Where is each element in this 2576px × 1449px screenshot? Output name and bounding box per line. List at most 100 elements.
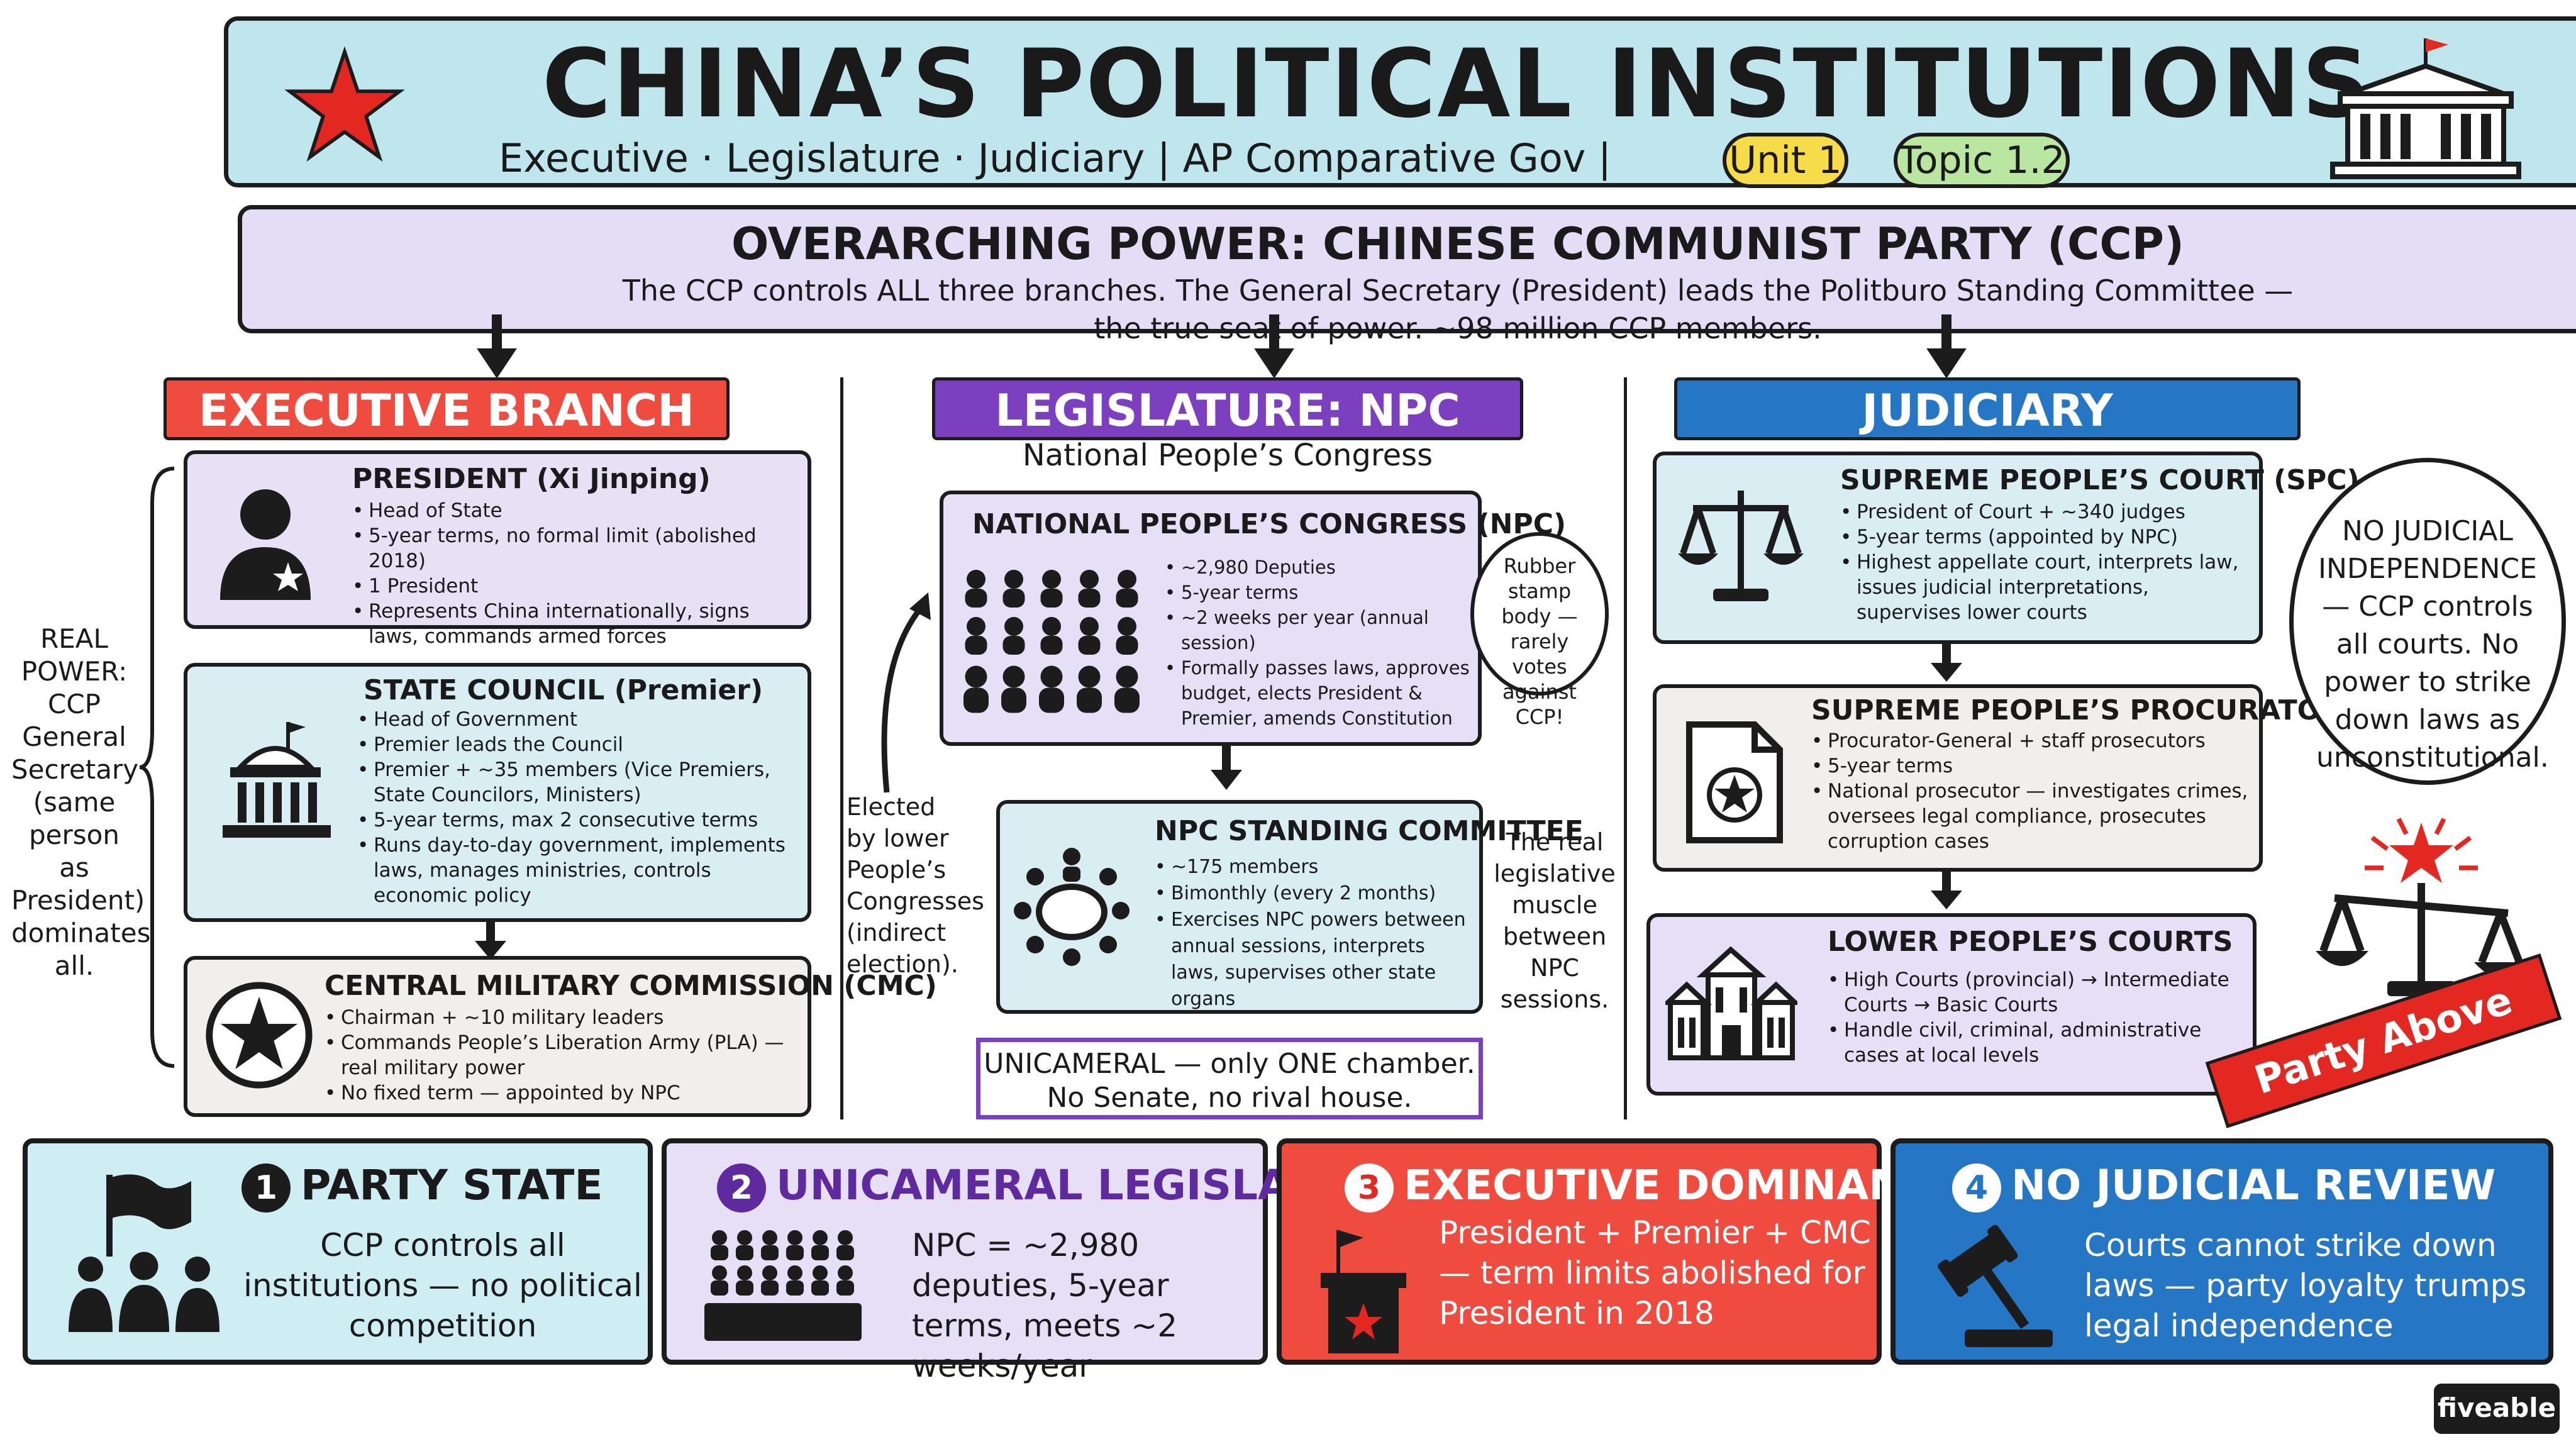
list-item: ~2 weeks per year (annual session) [1165, 605, 1473, 655]
arrow-down-icon [1931, 641, 1962, 682]
ccp-arrows [477, 314, 1967, 379]
divider-right [1624, 377, 1627, 1119]
list-item: ~175 members [1155, 854, 1475, 880]
fiveable-logo: fiveable [2434, 1384, 2560, 1434]
list-item: Represents China internationally, signs … [352, 599, 792, 649]
list-item: Premier + ~35 members (Vice Premiers, St… [357, 757, 791, 808]
state-council-card: STATE COUNCIL (Premier) Head of Governme… [184, 663, 811, 922]
number-badge: 2 [717, 1163, 766, 1213]
list-item: National prosecutor — investigates crime… [1811, 779, 2251, 854]
list-item: Procurator-General + staff prosecutors [1811, 728, 2251, 753]
military-star-icon [206, 982, 313, 1089]
scales-icon [1678, 491, 1804, 601]
list-item: Exercises NPC powers between annual sess… [1155, 907, 1475, 1013]
summary-title-text: PARTY STATE [301, 1161, 603, 1209]
summary-text-4: Courts cannot strike down laws — party l… [2084, 1227, 2527, 1344]
president-list: Head of State 5-year terms, no formal li… [352, 498, 792, 649]
rubber-stamp-bubble: Rubber stamp body — rarely votes against… [1470, 532, 1609, 729]
list-item: 5-year terms (appointed by NPC) [1840, 525, 2243, 550]
topic-pill: Topic 1.2 [1894, 133, 2070, 188]
arrow-down-icon [1211, 745, 1242, 790]
state-council-list: Head of Government Premier leads the Cou… [357, 707, 791, 908]
summary-text-2: NPC = ~2,980 deputies, 5-year terms, mee… [912, 1227, 1178, 1384]
president-card: PRESIDENT (Xi Jinping) Head of State 5-y… [184, 450, 811, 648]
judicial-independence-bubble: NO JUDICIAL INDEPENDENCE — CCP controls … [2289, 458, 2566, 785]
list-item: 5-year terms, no formal limit (abolished… [352, 523, 792, 574]
divider-left [840, 377, 843, 1119]
unicameral-box: UNICAMERAL — only ONE chamber. No Senate… [976, 1038, 1483, 1119]
procuratorate-card: SUPREME PEOPLE’S PROCURATORATE Procurato… [1653, 684, 2399, 872]
person-icon [220, 489, 311, 600]
flag-crowd-icon [69, 1174, 219, 1332]
list-item: Formally passes laws, approves budget, e… [1165, 655, 1473, 731]
number-badge: 4 [1952, 1163, 2001, 1213]
npc-list: ~2,980 Deputies 5-year terms ~2 weeks pe… [1165, 555, 1473, 731]
list-item: Head of State [352, 498, 792, 523]
cmc-title: CENTRAL MILITARY COMMISSION (CMC) [325, 970, 937, 1002]
ccp-line-2: the true seat of power. ~98 million CCP … [1094, 311, 1822, 345]
list-item: No fixed term — appointed by NPC [325, 1080, 802, 1106]
judiciary-header: JUDICIARY [1674, 377, 2301, 440]
executive-header: EXECUTIVE BRANCH [164, 377, 730, 440]
unicameral-line-2: No Senate, no rival house. [1046, 1082, 1413, 1114]
standing-committee-title: NPC STANDING COMMITTEE [1155, 815, 1584, 847]
ccp-heading: OVERARCHING POWER: CHINESE COMMUNIST PAR… [731, 218, 2184, 270]
capitol-building-icon [2330, 38, 2521, 179]
ccp-line-1: The CCP controls ALL three branches. The… [622, 274, 2294, 308]
legislature-subheader: National People’s Congress [1022, 438, 1433, 473]
president-title: PRESIDENT (Xi Jinping) [352, 463, 711, 495]
list-item: Chairman + ~10 military leaders [325, 1005, 802, 1030]
cmc-card: CENTRAL MILITARY COMMISSION (CMC) Chairm… [184, 956, 937, 1117]
list-item: ~2,980 Deputies [1165, 555, 1473, 580]
state-council-title: STATE COUNCIL (Premier) [364, 674, 763, 706]
list-item: Handle civil, criminal, administrative c… [1828, 1018, 2243, 1068]
list-item: High Courts (provincial) → Intermediate … [1828, 967, 2243, 1018]
star-icon [285, 46, 404, 162]
gavel-icon [1938, 1224, 2053, 1347]
procuratorate-list: Procurator-General + staff prosecutors 5… [1811, 728, 2251, 854]
curved-arrow-icon [881, 592, 931, 793]
npc-card: NATIONAL PEOPLE’S CONGRESS (NPC) ~2,980 … [940, 491, 1566, 746]
legislature-header: LEGISLATURE: NPC [932, 377, 1523, 440]
number-badge: 3 [1345, 1163, 1394, 1213]
cmc-list: Chairman + ~10 military leaders Commands… [325, 1005, 802, 1106]
crowd-icon [963, 570, 1140, 713]
header-banner: CHINA’S POLITICAL INSTITUTIONS Executive… [224, 16, 2576, 188]
lower-courts-title: LOWER PEOPLE’S COURTS [1828, 926, 2233, 958]
standing-committee-list: ~175 members Bimonthly (every 2 months) … [1155, 854, 1475, 1013]
list-item: 1 President [352, 574, 792, 599]
podium-icon [1321, 1230, 1406, 1353]
summary-title-text: NO JUDICIAL REVIEW [2011, 1161, 2496, 1209]
list-item: 5-year terms [1811, 753, 2251, 779]
list-item: Commands People’s Liberation Army (PLA) … [325, 1030, 802, 1080]
list-item: Head of Government [357, 707, 791, 732]
real-power-note: REAL POWER: CCP General Secretary (same … [11, 623, 151, 981]
list-item: 5-year terms, max 2 consecutive terms [357, 808, 791, 833]
summary-text-3: President + Premier + CMC — term limits … [1439, 1214, 1871, 1331]
list-item: Bimonthly (every 2 months) [1155, 880, 1475, 907]
government-building-icon [223, 722, 331, 838]
list-item: Premier leads the Council [357, 732, 791, 757]
unicameral-line-1: UNICAMERAL — only ONE chamber. [984, 1048, 1475, 1080]
lower-courts-card: LOWER PEOPLE’S COURTS High Courts (provi… [1646, 913, 2257, 1096]
procuratorate-title: SUPREME PEOPLE’S PROCURATORATE [1811, 694, 2399, 726]
executive-brace [140, 467, 175, 1068]
ccp-panel: OVERARCHING POWER: CHINESE COMMUNIST PAR… [238, 205, 2576, 345]
assembly-icon [704, 1230, 862, 1341]
list-item: President of Court + ~340 judges [1840, 499, 2243, 525]
lower-courts-list: High Courts (provincial) → Intermediate … [1828, 967, 2243, 1068]
standing-committee-card: NPC STANDING COMMITTEE ~175 members Bimo… [996, 800, 1584, 1014]
number-badge: 1 [242, 1163, 291, 1213]
list-item: 5-year terms [1165, 580, 1473, 605]
spc-list: President of Court + ~340 judges 5-year … [1840, 499, 2243, 625]
unit-pill: Unit 1 [1723, 133, 1848, 188]
arrow-down-icon [475, 918, 506, 960]
spc-title: SUPREME PEOPLE’S COURT (SPC) [1840, 464, 2360, 496]
